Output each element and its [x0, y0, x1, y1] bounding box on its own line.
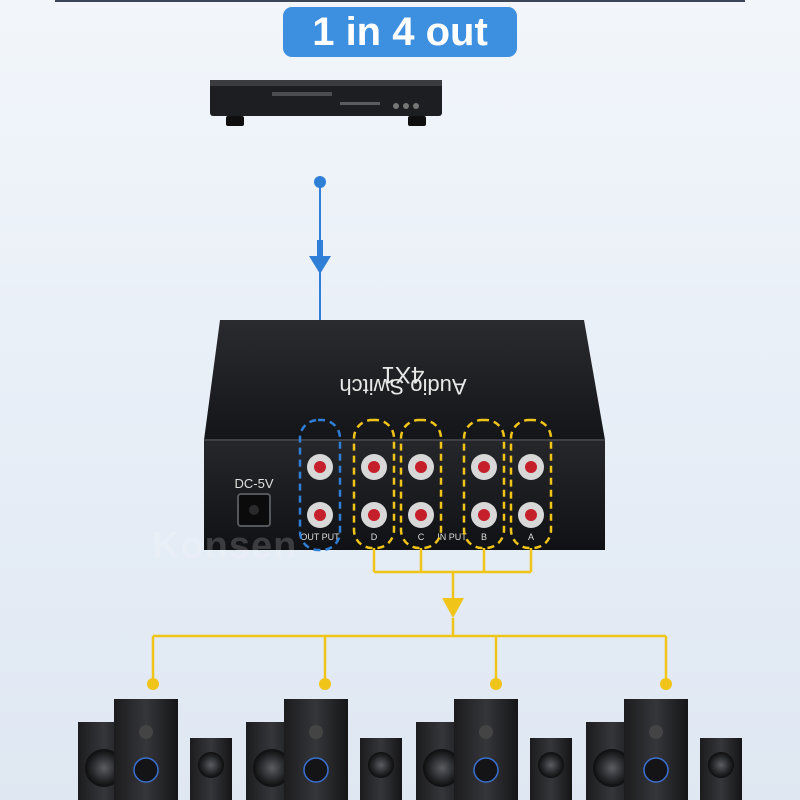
channel-label-d: D: [371, 532, 378, 542]
input-highlight-b: [462, 418, 506, 550]
watermark: Konsen: [152, 525, 298, 567]
output-connections: [151, 548, 668, 684]
speaker-set-3: [416, 699, 572, 800]
output-highlight: [298, 418, 342, 552]
audio-switch-box: 4X1 Audio Switch DC-5V: [204, 320, 605, 552]
input-jack-pair-d: [361, 454, 387, 528]
top-divider: [55, 0, 745, 2]
input-highlight-a: [509, 418, 553, 550]
device-model: 4X1: [382, 361, 425, 388]
yellow-arrow: [442, 598, 464, 618]
rca-jacks: [307, 454, 544, 528]
input-jack-pair-a: [518, 454, 544, 528]
channel-label-b: B: [481, 532, 487, 542]
input-jack-pair-c: [408, 454, 434, 528]
speaker-dots: [147, 678, 672, 690]
output-label: OUT PUT: [300, 532, 340, 542]
speaker-set-4: [586, 699, 742, 800]
input-jack-pair-b: [471, 454, 497, 528]
input-label: IN PUT: [437, 532, 467, 542]
channel-label-a: A: [528, 532, 534, 542]
output-jack-pair: [307, 454, 333, 528]
input-highlight-c: [399, 418, 443, 550]
power-label: DC-5V: [234, 476, 273, 491]
channel-label-c: C: [418, 532, 425, 542]
speaker-set-1: [78, 699, 232, 800]
speaker-set-2: [246, 699, 402, 800]
bluray-player: [210, 80, 442, 126]
input-highlight-d: [352, 418, 396, 550]
device-name: Audio Switch: [339, 374, 466, 399]
title-badge: 1 in 4 out: [283, 7, 517, 57]
